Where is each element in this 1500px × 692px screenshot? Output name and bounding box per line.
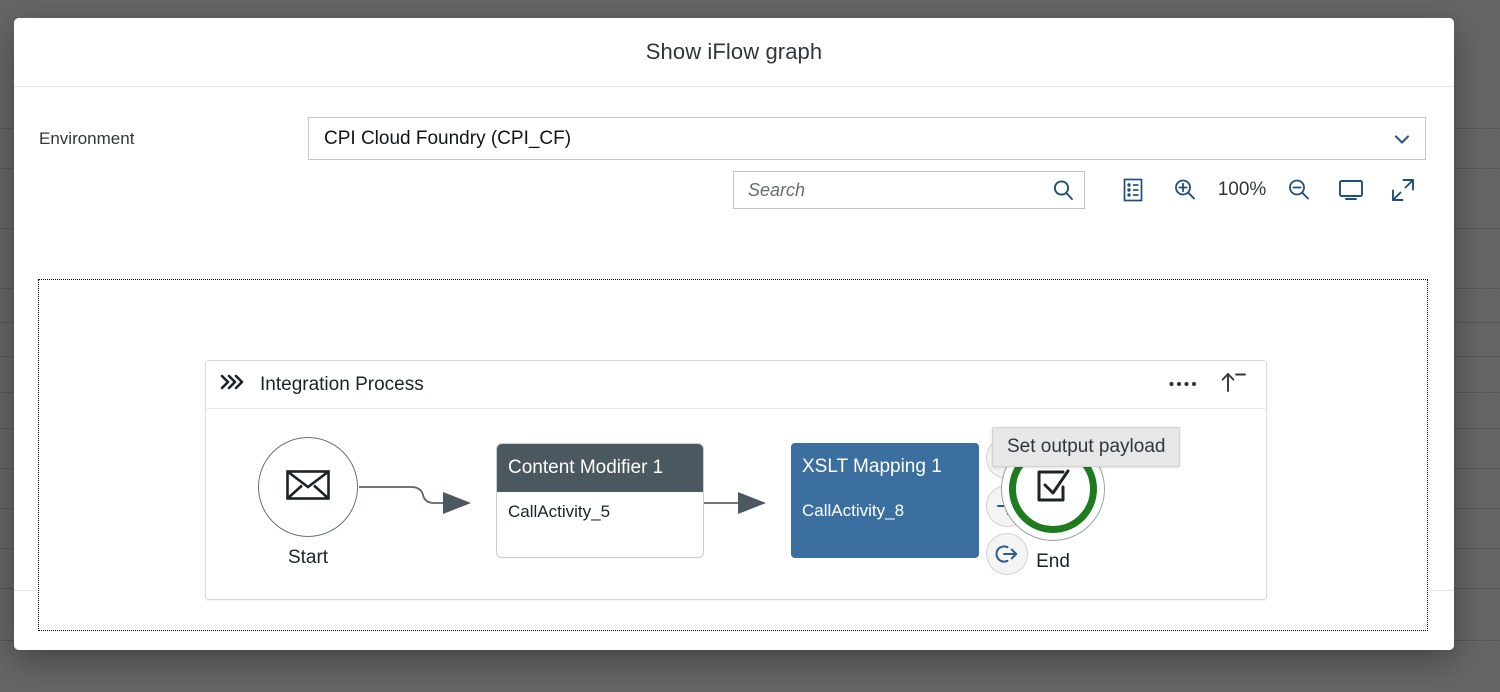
search-input[interactable]	[734, 178, 1042, 202]
start-event-circle	[258, 437, 358, 537]
zoom-in-icon[interactable]	[1159, 171, 1211, 209]
node-content-modifier-title: Content Modifier 1	[497, 444, 703, 492]
node-content-modifier[interactable]: Content Modifier 1 CallActivity_5	[496, 443, 704, 558]
dialog-title: Show iFlow graph	[645, 39, 823, 64]
integration-process-pool[interactable]: Integration Process	[205, 360, 1267, 600]
node-content-modifier-subtitle: CallActivity_5	[508, 502, 611, 521]
node-end-label: End	[1036, 551, 1070, 572]
sign-out-icon[interactable]	[986, 533, 1028, 575]
environment-selected-value: CPI Cloud Foundry (CPI_CF)	[324, 127, 572, 149]
zoom-level-label: 100%	[1217, 179, 1267, 200]
tooltip-set-output-payload: Set output payload	[992, 427, 1181, 467]
environment-label: Environment	[39, 129, 135, 148]
node-xslt-mapping-subtitle: CallActivity_8	[802, 501, 905, 520]
overflow-dots-icon[interactable]	[1168, 376, 1202, 394]
arrow-up-to-line-icon[interactable]	[1218, 370, 1248, 399]
checkbox-check-icon	[1033, 468, 1073, 511]
monitor-icon[interactable]	[1325, 171, 1377, 209]
triple-chevron-icon	[220, 373, 246, 396]
dialog-body: Environment CPI Cloud Foundry (CPI_CF)	[14, 87, 1454, 631]
envelope-icon	[285, 467, 331, 508]
node-start-label: Start	[287, 547, 329, 568]
environment-row: Environment CPI Cloud Foundry (CPI_CF)	[14, 117, 1454, 163]
legend-list-icon[interactable]	[1107, 171, 1159, 209]
chevron-down-icon	[1379, 128, 1425, 150]
node-start[interactable]: Start	[258, 437, 358, 568]
show-iflow-graph-dialog: Show iFlow graph Environment CPI Cloud F…	[14, 18, 1454, 650]
expand-fullscreen-icon[interactable]	[1377, 171, 1429, 209]
node-xslt-mapping[interactable]: XSLT Mapping 1 CallActivity_8	[791, 443, 979, 558]
search-field[interactable]	[733, 171, 1085, 209]
iflow-graph-canvas[interactable]: Integration Process	[38, 279, 1428, 631]
zoom-out-icon[interactable]	[1273, 171, 1325, 209]
node-xslt-mapping-title: XSLT Mapping 1	[802, 456, 942, 477]
dialog-header: Show iFlow graph	[14, 18, 1454, 87]
pool-title: Integration Process	[260, 373, 424, 395]
graph-toolbar: 100%	[733, 171, 1429, 209]
pool-header: Integration Process	[206, 361, 1266, 409]
search-icon[interactable]	[1042, 177, 1084, 203]
environment-select[interactable]: CPI Cloud Foundry (CPI_CF)	[308, 117, 1426, 160]
